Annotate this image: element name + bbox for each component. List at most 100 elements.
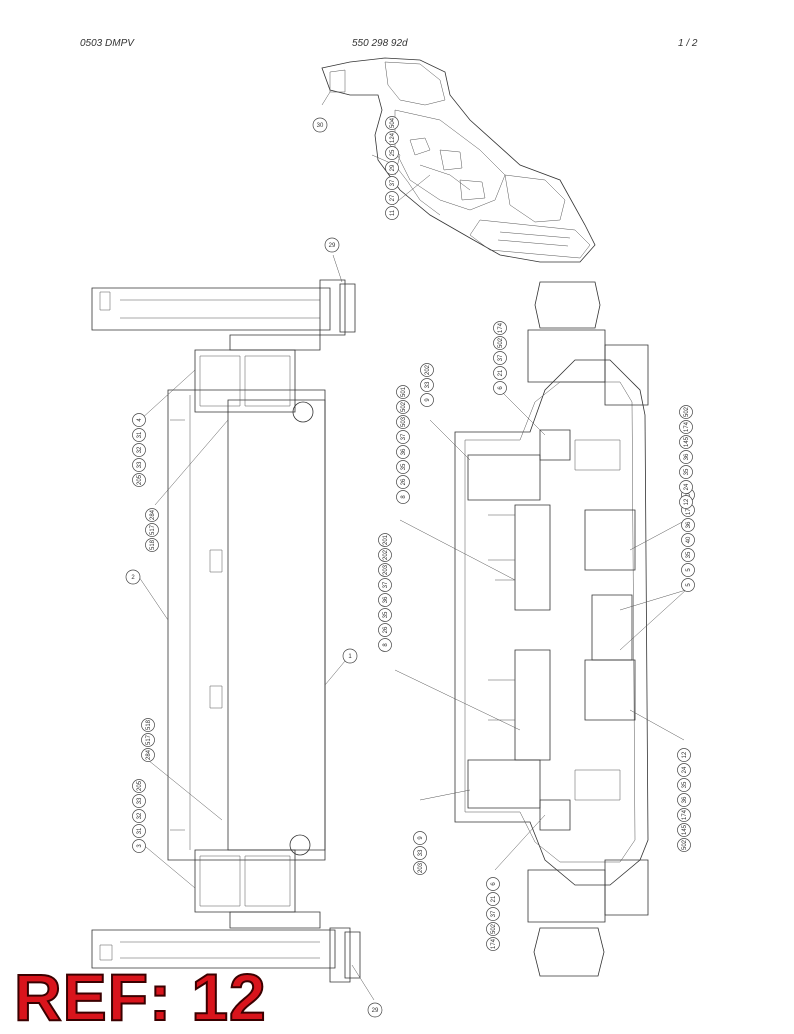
header-page-number: 1 / 2 [678, 38, 698, 49]
callout-number: 203 [383, 564, 389, 575]
callout-number: 203 [418, 862, 424, 873]
callout-number: 174 [686, 504, 692, 515]
callout-bubble: 124 [385, 131, 399, 145]
callout-right-mid: 5 [681, 578, 695, 592]
callout-number: 24 [684, 483, 690, 490]
callout-bubble: 145 [677, 823, 691, 837]
header-part-number: 550 298 92d [352, 38, 408, 49]
callout-bubble: 5 [681, 578, 695, 592]
callout-number: 35 [401, 463, 407, 470]
callout-number: 36 [684, 453, 690, 460]
callout-bubble: 203 [413, 861, 427, 875]
callout-number: 33 [137, 461, 143, 468]
callout-bubble: 35 [681, 548, 695, 562]
callout-number: 25 [390, 149, 396, 156]
callout-number: 517 [150, 524, 156, 535]
svg-text:30: 30 [317, 123, 324, 129]
callout-number: 502 [401, 401, 407, 412]
callout-number: 205 [137, 474, 143, 485]
callout-number: 40 [686, 536, 692, 543]
callout-bubble: 517 [141, 733, 155, 747]
callout-bubble: 36 [679, 450, 693, 464]
callout-number: 145 [684, 436, 690, 447]
callout-bubble: 8 [378, 638, 392, 652]
svg-text:2: 2 [131, 575, 135, 581]
callout-number: 145 [682, 824, 688, 835]
callout-bubble: 37 [493, 351, 507, 365]
callout-number: 35 [684, 468, 690, 475]
callout-number: 517 [146, 734, 152, 745]
callout-bubble: 32 [132, 809, 146, 823]
isometric-assembly [321, 57, 596, 263]
callout-bubble: 502 [679, 405, 693, 419]
callout-bubble: 205 [132, 779, 146, 793]
callout-bubble: 504 [385, 116, 399, 130]
callout-number: 501 [401, 386, 407, 397]
callout-bubble: 517 [145, 523, 159, 537]
callout-bubble: 6 [486, 877, 500, 891]
callout-bubble: 25 [385, 146, 399, 160]
callout-bubble: 3 [132, 839, 146, 853]
callout-number: 174 [682, 809, 688, 820]
callout-bubble: 201 [378, 533, 392, 547]
callout-bubble: 4 [132, 413, 146, 427]
callout-number: 502 [491, 923, 497, 934]
callout-number: 174 [491, 938, 497, 949]
callout-bubble: 24 [679, 480, 693, 494]
callout-bubble: 31 [132, 428, 146, 442]
callout-number: 5 [686, 583, 692, 587]
callout-bubble: 35 [677, 778, 691, 792]
callout-bubble: 35 [378, 608, 392, 622]
callout-bubble: 8 [396, 490, 410, 504]
callout-number: 37 [401, 433, 407, 440]
left-frame-view [91, 254, 375, 1001]
callout-bubble: 35 [396, 460, 410, 474]
callout-bubble: 26 [396, 475, 410, 489]
callout-bubble: 37 [385, 176, 399, 190]
callout-number: 11 [390, 209, 396, 216]
callout-bubble: 174 [486, 937, 500, 951]
callout-number: 9 [425, 398, 431, 402]
callout-bubble: 27 [385, 191, 399, 205]
callout-bubble: 33 [132, 458, 146, 472]
svg-text:1: 1 [348, 654, 352, 660]
callout-bubble: 36 [677, 793, 691, 807]
callout-number: 26 [401, 478, 407, 485]
header-document-code: 0503 DMPV [80, 38, 134, 49]
callout-number: 174 [498, 322, 504, 333]
callout-bubble: 11 [385, 206, 399, 220]
callout-bubble: 12 [679, 495, 693, 509]
callout-bubble: 174 [679, 420, 693, 434]
callout-number: 503 [401, 416, 407, 427]
callout-number: 37 [498, 354, 504, 361]
callout-number: 202 [425, 364, 431, 375]
callout-number: 32 [137, 812, 143, 819]
callout-number: 37 [383, 581, 389, 588]
callout-bubble: 501 [396, 385, 410, 399]
callout-bubble: 502 [677, 838, 691, 852]
callout-number: 502 [682, 839, 688, 850]
callout-bubble: 12 [677, 748, 691, 762]
callout-number: 27 [390, 194, 396, 201]
callout-number: 36 [686, 521, 692, 528]
callout-number: 35 [383, 611, 389, 618]
callout-bubble: 35 [679, 465, 693, 479]
callout-number: 24 [682, 766, 688, 773]
callout-number: 12 [682, 751, 688, 758]
callout-bubble: 203 [378, 563, 392, 577]
callout-number: 36 [401, 448, 407, 455]
callout-number: 5 [686, 568, 692, 572]
callout-2: 2 [125, 569, 141, 585]
callout-bubble: 9 [420, 393, 434, 407]
callout-number: 518 [146, 719, 152, 730]
